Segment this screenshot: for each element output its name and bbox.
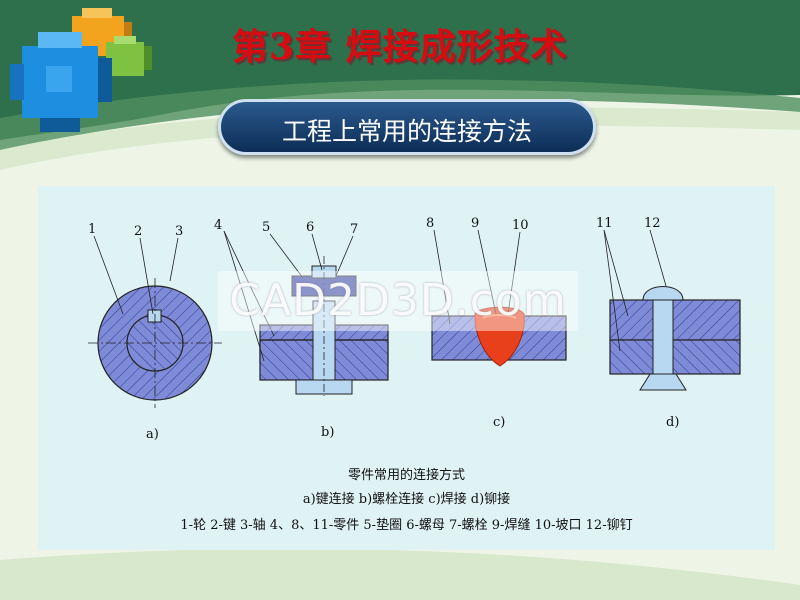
- part-number-3: 3: [175, 224, 183, 239]
- subtitle-text: 工程上常用的连接方法: [281, 117, 532, 146]
- key-connection-drawing: [88, 235, 222, 408]
- subtitle-banner: 工程上常用的连接方法: [218, 99, 596, 155]
- figure-caption-parts: 1-轮 2-键 3-轴 4、8、11-零件 5-垫圈 6-螺母 7-螺栓 9-焊…: [180, 518, 633, 533]
- part-number-10: 10: [512, 218, 529, 233]
- part-number-9: 9: [471, 216, 479, 231]
- part-number-2: 2: [134, 224, 142, 239]
- panel-label-b: b): [321, 425, 334, 440]
- puzzle-cubes-logo-icon: [10, 8, 152, 132]
- figure-caption-title: 零件常用的连接方式: [347, 468, 465, 483]
- rivet-connection-drawing: [603, 229, 741, 391]
- panel-label-d: d): [666, 415, 679, 430]
- watermark: CAD2D3D.com: [218, 271, 578, 331]
- connection-methods-diagram: 1 2 3 4 5 6 7 8 9 10 11 12 a) b) c) d): [88, 216, 741, 442]
- part-number-12: 12: [644, 216, 661, 231]
- part-number-5: 5: [262, 220, 270, 235]
- part-number-7: 7: [350, 222, 358, 237]
- weld-connection-drawing: [431, 229, 567, 367]
- panel-label-c: c): [493, 415, 505, 430]
- part-number-8: 8: [426, 216, 434, 231]
- part-number-6: 6: [306, 220, 314, 235]
- part-number-4: 4: [214, 218, 222, 233]
- part-number-1: 1: [88, 222, 96, 237]
- figure-caption-types: a)键连接 b)螺栓连接 c)焊接 d)铆接: [302, 492, 511, 507]
- panel-label-a: a): [146, 427, 159, 442]
- chapter-title: 第3章 焊接成形技术: [232, 26, 568, 68]
- part-number-11: 11: [596, 216, 613, 231]
- bolt-connection-drawing: [223, 230, 389, 396]
- watermark-text: CAD2D3D.com: [229, 275, 567, 326]
